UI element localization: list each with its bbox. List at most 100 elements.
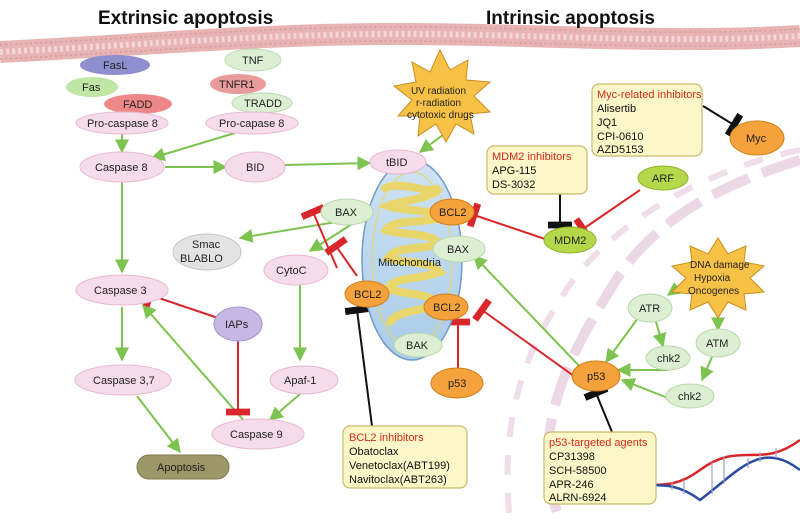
bcl2-top-node: [429, 198, 475, 226]
box-myc-inhibitors: Myc-related inhibitors Alisertib JQ1 CPI…: [591, 83, 703, 157]
procaspase8-right-node: [205, 111, 299, 135]
title-extrinsic: Extrinsic apoptosis: [98, 8, 273, 29]
arrow-atm-chk2: [700, 356, 714, 382]
bak-label: BAK: [406, 340, 429, 352]
arrow-atr-p53: [605, 317, 639, 364]
cytoc-label: CytoC: [276, 265, 307, 277]
caspase3-label: Caspase 3: [94, 285, 147, 297]
apaf1-node: [269, 365, 339, 395]
p53-center-node: [430, 367, 484, 399]
box-bcl2-item-1: Obatoclax: [349, 446, 399, 458]
chk2-right-node: [665, 383, 715, 409]
arrow-apaf1-casp9: [268, 393, 301, 421]
fadd-label: FADD: [123, 99, 152, 111]
box-p53-item-2: SCH-58500: [549, 465, 606, 477]
tnfr1-label: TNFR1: [219, 79, 254, 91]
tnf-node: [224, 48, 282, 72]
myc-label: Myc: [746, 133, 767, 145]
box-p53-title: p53-targeted agents: [549, 437, 648, 449]
bcl2-left-node: [344, 280, 390, 308]
stress-top-line1: UV radiation: [411, 86, 466, 97]
p53-right-node: [571, 360, 621, 392]
caspase37-label: Caspase 3,7: [93, 375, 155, 387]
smac-label-line1: Smac: [192, 239, 221, 251]
stress-starburst-right: DNA damage Hypoxia Oncogenes: [670, 237, 766, 319]
bid-node: [224, 151, 286, 183]
box-mdm2-inhibitors: MDM2 inhibitors APG-115 DS-3032: [486, 145, 588, 195]
cytoc-node: [263, 254, 329, 286]
tnf-complex: TNF TNFR1 TRADD Pro-capase 8: [205, 48, 299, 135]
box-bcl2-item-2: Venetoclax(ABT199): [349, 460, 450, 472]
stress-right-line2: Hypoxia: [694, 273, 731, 284]
caspase8-label: Caspase 8: [95, 162, 148, 174]
bcl2-mid-node: [423, 293, 469, 321]
smac-node: [172, 233, 242, 271]
box-bcl2-inhibitors: BCL2 inhibitors Obatoclax Venetoclax(ABT…: [342, 425, 468, 489]
box-p53-item-1: CP31398: [549, 451, 595, 463]
inhibit-iaps-casp3: [142, 282, 219, 319]
chk2-left-node: [645, 345, 691, 371]
procaspase8-right-label: Pro-capase 8: [219, 118, 284, 130]
smac-label-line2: BLABLO: [180, 253, 223, 265]
stress-starburst-top: UV radiation r-radiation cytotoxic drugs: [392, 48, 492, 144]
box-mdm2-item-2: DS-3032: [492, 179, 535, 191]
mdm2-label: MDM2: [554, 235, 586, 247]
arrow-procasp8r-casp8: [150, 132, 236, 162]
fasl-label: FasL: [103, 60, 127, 72]
tbid-node: [369, 149, 427, 175]
mitochondria-label: Mitochondria: [378, 257, 442, 269]
p53-center-label: p53: [448, 378, 466, 390]
caspase37-node: [74, 364, 172, 396]
box-myc-item-1: Alisertib: [597, 103, 636, 115]
tbid-label: tBID: [386, 157, 407, 169]
bcl2-mid-label: BCL2: [433, 302, 461, 314]
stress-right-line3: Oncogenes: [688, 286, 739, 297]
apoptosis-node: [136, 454, 230, 480]
caspase8-node: [79, 151, 165, 183]
atm-node: [695, 328, 741, 358]
box-bcl2-title: BCL2 inhibitors: [349, 432, 424, 444]
myc-node: [729, 120, 785, 156]
caspase9-label: Caspase 9: [230, 429, 283, 441]
box-p53-item-3: APR-246: [549, 479, 594, 491]
tnf-label: TNF: [242, 55, 264, 67]
box-p53-item-4: ALRN-6924: [549, 492, 606, 504]
box-myc-item-4: AZD5153: [597, 144, 643, 156]
inhibition-lines-red: [142, 189, 641, 416]
bcl2-top-label: BCL2: [439, 207, 467, 219]
bcl2-left-label: BCL2: [354, 289, 382, 301]
bax-right-node: [432, 235, 486, 263]
inhibition-lines-black: [344, 105, 744, 433]
caspase9-node: [211, 418, 305, 450]
fas-complex: FasL Fas FADD Pro-caspase 8: [66, 55, 172, 135]
stress-top-line3: cytotoxic drugs: [407, 110, 474, 121]
inhibit-mdm2-bcl2: [466, 202, 549, 241]
box-myc-item-2: JQ1: [597, 117, 617, 129]
procaspase8-left-node: [75, 111, 169, 135]
bax-left-label: BAX: [335, 207, 358, 219]
iaps-label: IAPs: [225, 319, 249, 331]
arf-label: ARF: [652, 173, 674, 185]
cell-membrane: [0, 22, 800, 63]
atm-label: ATM: [706, 338, 728, 350]
iaps-node: [213, 306, 263, 342]
bak-node: [393, 332, 443, 358]
arrow-casp37-apoptosis: [136, 395, 181, 454]
arrow-p53-bax: [473, 254, 586, 373]
apoptosis-label: Apoptosis: [157, 462, 206, 474]
tradd-label: TRADD: [244, 98, 282, 110]
box-mdm2-title: MDM2 inhibitors: [492, 151, 572, 163]
tnfr1-node: [210, 74, 266, 94]
inhibit-arf-mdm2: [573, 189, 641, 241]
apaf1-label: Apaf-1: [284, 375, 316, 387]
box-p53-agents: p53-targeted agents CP31398 SCH-58500 AP…: [543, 431, 657, 505]
arrow-bax-cytoc: [308, 221, 356, 252]
box-mdm2-item-1: APG-115: [492, 165, 536, 177]
atr-node: [627, 293, 673, 323]
inhibit-bcl2-bax: [300, 204, 338, 269]
fasl-node: [80, 55, 150, 75]
inhibit-p53drugs-p53: [583, 385, 613, 433]
arf-node: [637, 165, 689, 191]
